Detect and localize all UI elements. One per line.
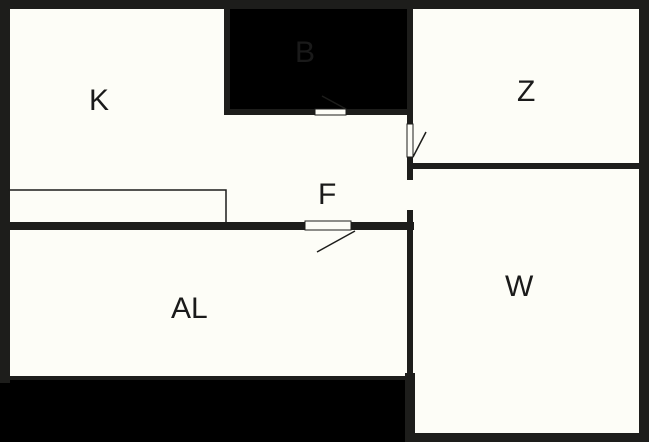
room-label-al: AL bbox=[171, 292, 208, 325]
room-label-z: Z bbox=[517, 75, 535, 108]
door-b-opening bbox=[314, 108, 347, 116]
door-z-opening bbox=[406, 123, 414, 158]
door-b-leaf bbox=[321, 95, 347, 110]
kitchen-counter bbox=[8, 189, 227, 223]
doors bbox=[304, 95, 427, 253]
room-label-b: B bbox=[295, 36, 315, 69]
room-labels: K B Z F W AL bbox=[89, 36, 535, 325]
door-al-leaf bbox=[316, 230, 356, 253]
room-label-f: F bbox=[318, 178, 336, 211]
room-label-w: W bbox=[505, 270, 534, 303]
floor-al bbox=[5, 228, 408, 378]
door-z-leaf bbox=[412, 131, 427, 158]
door-al-opening bbox=[304, 220, 352, 231]
room-label-k: K bbox=[89, 84, 109, 117]
